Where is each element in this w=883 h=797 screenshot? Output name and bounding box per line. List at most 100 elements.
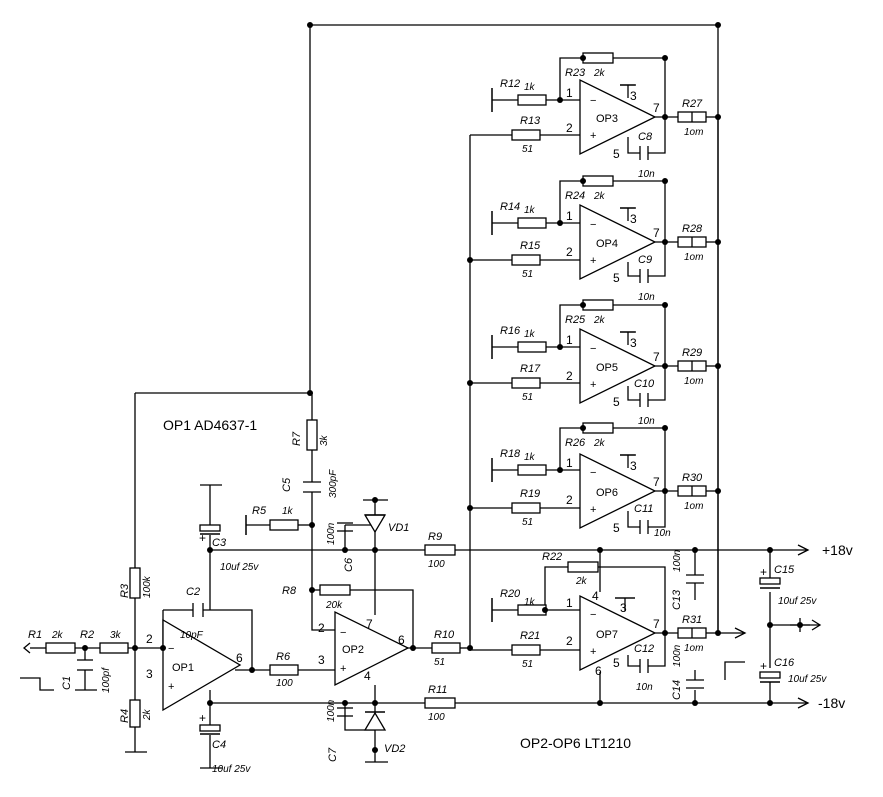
svg-text:7: 7 — [366, 617, 373, 631]
svg-text:C13: C13 — [671, 589, 683, 610]
svg-text:R19: R19 — [520, 488, 540, 500]
svg-text:+: + — [199, 711, 206, 725]
svg-text:R28: R28 — [682, 223, 703, 235]
svg-text:C15: C15 — [774, 564, 795, 576]
svg-text:1: 1 — [566, 456, 573, 470]
svg-text:5: 5 — [613, 521, 620, 535]
r7-ref: R7 — [291, 431, 303, 446]
svg-text:R23: R23 — [565, 67, 586, 79]
svg-text:C4: C4 — [212, 739, 226, 751]
svg-text:1: 1 — [566, 209, 573, 223]
svg-text:1k: 1k — [524, 205, 536, 216]
svg-text:1om: 1om — [684, 643, 703, 654]
svg-text:7: 7 — [653, 617, 660, 631]
op5-label: OP5 — [596, 362, 618, 374]
svg-text:R31: R31 — [682, 614, 702, 626]
svg-text:−: − — [590, 219, 596, 231]
svg-text:3: 3 — [146, 667, 153, 681]
svg-text:C16: C16 — [774, 657, 795, 669]
svg-text:2k: 2k — [575, 576, 588, 587]
svg-text:1: 1 — [566, 333, 573, 347]
svg-text:10n: 10n — [638, 169, 655, 180]
svg-text:2k: 2k — [593, 191, 606, 202]
terminal-arrows — [22, 544, 822, 709]
op7-label: OP7 — [596, 629, 618, 641]
svg-text:3: 3 — [318, 653, 325, 667]
svg-text:1k: 1k — [524, 452, 536, 463]
svg-text:R26: R26 — [565, 437, 586, 449]
svg-text:+: + — [590, 255, 596, 267]
r9-ref: R9 — [428, 531, 442, 543]
svg-text:−: − — [590, 609, 596, 621]
svg-text:1om: 1om — [684, 501, 703, 512]
svg-text:R12: R12 — [500, 78, 520, 90]
svg-text:5: 5 — [613, 147, 620, 161]
svg-text:1k: 1k — [524, 82, 536, 93]
r2-value: 3k — [110, 630, 122, 641]
svg-text:2: 2 — [146, 632, 153, 646]
r6-value: 100 — [276, 678, 293, 689]
svg-text:C2: C2 — [186, 586, 200, 598]
svg-text:3: 3 — [630, 336, 637, 350]
op6-label: OP6 — [596, 487, 618, 499]
svg-text:1om: 1om — [684, 252, 703, 263]
r1-ref: R1 — [28, 629, 42, 641]
svg-text:R29: R29 — [682, 347, 702, 359]
svg-text:10n: 10n — [638, 416, 655, 427]
svg-text:1k: 1k — [524, 597, 536, 608]
svg-text:10uf 25v: 10uf 25v — [788, 674, 827, 685]
svg-text:51: 51 — [522, 392, 533, 403]
svg-text:C14: C14 — [671, 680, 683, 700]
svg-text:R18: R18 — [500, 448, 521, 460]
op3-symbol: −+ OP3 — [579, 79, 656, 155]
svg-text:+: + — [590, 646, 596, 658]
svg-text:10pF: 10pF — [180, 630, 204, 641]
svg-text:−: − — [340, 627, 346, 639]
svg-text:−: − — [590, 95, 596, 107]
r4-value: 2k — [142, 708, 153, 721]
r7-value: 3k — [319, 434, 330, 446]
svg-text:10n: 10n — [654, 528, 671, 539]
svg-text:C12: C12 — [634, 643, 654, 655]
op2-label: OP2 — [342, 644, 364, 656]
svg-text:4: 4 — [592, 589, 599, 603]
r8-value: 20k — [325, 600, 343, 611]
svg-text:5: 5 — [613, 271, 620, 285]
svg-text:1om: 1om — [684, 127, 703, 138]
op2-symbol: −+ OP2 — [334, 610, 410, 687]
svg-text:+: + — [199, 531, 206, 545]
svg-text:3: 3 — [630, 459, 637, 473]
svg-text:+: + — [590, 379, 596, 391]
svg-text:R15: R15 — [520, 240, 541, 252]
svg-text:R25: R25 — [565, 314, 586, 326]
svg-text:100pf: 100pf — [101, 667, 112, 693]
r3-value: 100k — [142, 575, 153, 598]
svg-text:10n: 10n — [636, 682, 653, 693]
svg-text:+: + — [760, 659, 767, 673]
vd1-diode — [363, 514, 387, 534]
svg-text:+: + — [760, 565, 767, 579]
svg-text:51: 51 — [522, 144, 533, 155]
r11-ref: R11 — [428, 684, 447, 696]
svg-text:R13: R13 — [520, 115, 541, 127]
svg-text:+: + — [168, 681, 174, 693]
neg-rail-label: -18v — [818, 695, 845, 711]
svg-text:1k: 1k — [524, 329, 536, 340]
svg-text:5: 5 — [613, 395, 620, 409]
svg-text:3: 3 — [630, 212, 637, 226]
op4-symbol: −+ OP4 — [579, 204, 656, 280]
pos-rail-label: +18v — [822, 542, 853, 558]
capacitor-plates — [77, 146, 704, 717]
r9-value: 100 — [428, 559, 445, 570]
vd2-diode — [363, 711, 387, 731]
svg-text:R27: R27 — [682, 98, 703, 110]
svg-text:2k: 2k — [593, 438, 606, 449]
svg-text:300pF: 300pF — [328, 469, 339, 498]
svg-text:R30: R30 — [682, 472, 703, 484]
svg-text:51: 51 — [522, 659, 533, 670]
svg-text:C7: C7 — [327, 747, 339, 762]
svg-text:7: 7 — [653, 101, 660, 115]
svg-text:C6: C6 — [343, 557, 355, 572]
vd2-label: VD2 — [384, 743, 405, 755]
